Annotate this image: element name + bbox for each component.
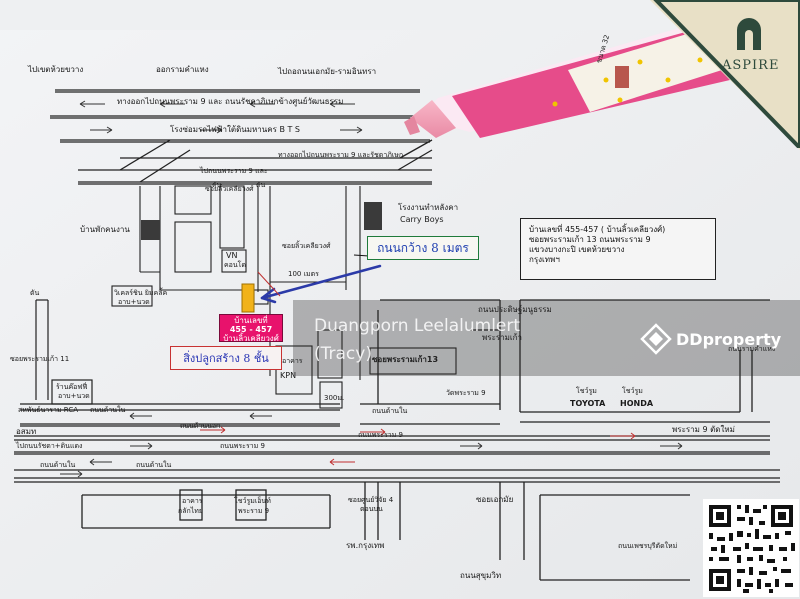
target-building: บ้านเลขที่ 455 - 457 บ้านลิ้วเคลียวงศ์ — [219, 314, 283, 343]
label-300m: 300ม. — [324, 394, 345, 402]
address-line-1: บ้านเลขที่ 455-457 ( บ้านลิ้วเคลียวงศ์) — [529, 225, 666, 234]
label-kpn: KPN — [280, 371, 297, 380]
agent-name: Duangporn Leelalumlert — [314, 316, 521, 336]
label-bts-depot: โรงซ่อมรถไฟฟ้าใต้ดินมหานคร B T S — [170, 125, 300, 134]
label-ramkhamhaeng: ถนนรามคำแหง — [728, 345, 776, 353]
label-expressway: ทางออกไปถนนพระราม 9 และ ถนนรัชดาภิเษกข้า… — [117, 97, 344, 106]
label-lane-outer: ถนนด้านนอก — [180, 422, 221, 430]
label-dead-end: ตัน — [30, 289, 40, 297]
label-condo: คอนโด — [224, 261, 246, 269]
label-lane-inner-4: ถนนด้านใน — [372, 407, 408, 415]
road-width-label: ถนนกว้าง 8 เมตร — [367, 236, 479, 260]
label-warehouse: โรงงานทำหลังคา — [398, 203, 459, 212]
label-soi-4b: ตอนบน — [360, 505, 383, 513]
label-soi-13: ซอยพระรามเก้า13 — [372, 355, 439, 364]
label-clinic: วิเคลร์ชิน ยิมคลิ้ค — [114, 289, 168, 297]
label-to-chokchai: ไปเขตห้วยขวาง — [28, 65, 84, 74]
label-rama9-cut: พระราม 9 ตัดใหม่ — [672, 425, 735, 434]
label-carry-boys: Carry Boys — [400, 215, 444, 224]
label-soi-4: ซอยศูนย์วิจัย 4 — [348, 496, 394, 504]
label-rca: สหพันธ์นาราม RCA — [18, 406, 78, 414]
label-honda: HONDA — [620, 399, 654, 408]
agent-nickname: (Tracy) — [314, 344, 372, 364]
label-fortune: อาคาร — [182, 497, 203, 505]
label-to-ekkamai: ไปถอถนนเอกมัย-รามอินทรา — [278, 67, 377, 76]
label-clinic-2: อาบ+นวด — [118, 298, 150, 306]
label-toyota: TOYOTA — [570, 399, 606, 408]
ddproperty-logo-icon — [640, 323, 672, 355]
label-dead-end-3: ตัน — [256, 181, 266, 189]
label-ekkamai: ซอยเอกมัย — [476, 495, 514, 504]
address-line-3: แขวงบางกะปิ เขตห้วยขวาง — [529, 245, 625, 254]
label-lane-inner: ถนนด้านใน — [90, 406, 126, 414]
label-exit-ratchada: ทางออกไปถนนพระราม 9 และรัชดาภิเษก — [278, 151, 404, 159]
label-rama9-outer: ถนนพระราม 9 — [358, 431, 403, 439]
label-pracha: ถนนประดิษฐ์มนูธรรม — [478, 305, 552, 314]
label-lane-inner-2: ถนนด้านใน — [40, 461, 76, 469]
label-hospital: รพ.กรุงเทพ — [346, 541, 385, 550]
label-rama-ka: พระรามเก้า — [482, 333, 522, 342]
label-exit-ram: ออกรามคำแหง — [156, 65, 209, 74]
address-line-2: ซอยพระรามเก้า 13 ถนนพระราม 9 — [529, 235, 651, 244]
target-line-1: บ้านเลขที่ — [234, 316, 268, 325]
label-honda-th: โชว์รูม — [622, 387, 643, 395]
label-rama9-road: ถนนพระราม 9 — [220, 442, 265, 450]
label-soi-sangsawang: ซอยลิ้วเคลียวงศ์ — [282, 242, 331, 250]
label-samak: อสมท — [16, 427, 37, 436]
address-box: บ้านเลขที่ 455-457 ( บ้านลิ้วเคลียวงศ์) … — [520, 218, 716, 280]
address-line-4: กรุงเทพฯ — [529, 255, 560, 264]
ddproperty-brand: DDproperty — [676, 330, 782, 349]
target-line-2: 455 - 457 — [229, 325, 273, 334]
aspire-brand-name: ASPIRE — [722, 58, 780, 73]
label-toyota-th: โชว์รูม — [576, 387, 597, 395]
label-wat: วัดพระราม 9 — [446, 389, 486, 397]
label-lane-inner-3: ถนนด้านใน — [136, 461, 172, 469]
label-worker-house: บ้านพักคนงาน — [80, 225, 130, 234]
target-line-3: บ้านลิ้วเคลียวงศ์ — [223, 334, 279, 343]
label-soi-top: ซอยลิ้วเคลียวงศ์ — [205, 185, 254, 193]
label-building-a: อาคาร — [282, 357, 303, 365]
label-restaurant-2: อาบ+นวด — [58, 392, 90, 400]
building-floors-note: สิ่งปลูกสร้าง 8 ชั้น — [170, 346, 282, 370]
label-phetchaburi: ถนนเพชรบุรีตัดใหม่ — [618, 542, 678, 550]
label-sukhumvit: ถนนสุขุมวิท — [460, 571, 502, 580]
label-dead-end-2: ตัน — [212, 181, 222, 189]
label-fortune-2: กลักไทย — [178, 507, 204, 515]
label-vn: VN — [226, 251, 238, 260]
label-restaurant: ร้านค๊อฟฟี่ — [56, 383, 88, 391]
label-100m: 100 เมตร — [288, 270, 319, 278]
label-to-left: ไปถนนพระราม 9 และ — [200, 167, 268, 175]
qr-code[interactable] — [703, 499, 799, 597]
watermark-band — [293, 300, 800, 376]
label-showroom-2: พระราม 9 — [238, 507, 270, 515]
label-showroom: โชว์รูมเอ็นท์ — [234, 497, 271, 505]
label-soi-11: ซอยพระรามเก้า 11 — [10, 355, 70, 363]
label-to-ratchada: ไปถนนรัชดา+ดินแดง — [16, 442, 83, 450]
